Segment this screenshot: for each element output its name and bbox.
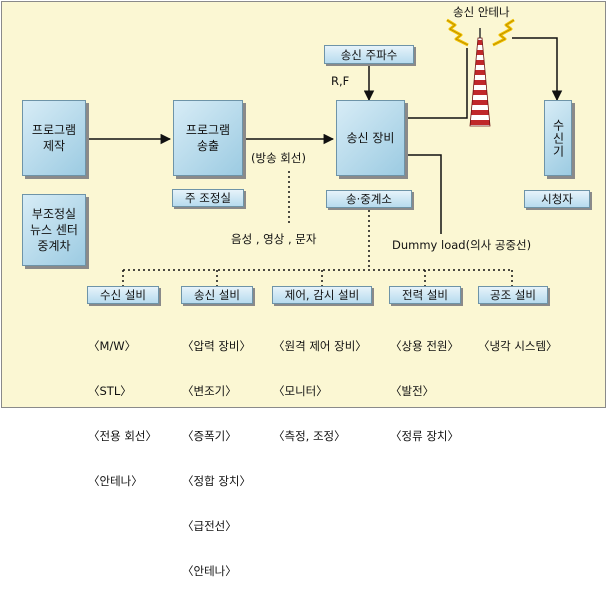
list-item: 〈안테나〉 bbox=[182, 564, 237, 578]
viewer-label: 시청자 bbox=[524, 190, 590, 208]
list-item: 〈증폭기〉 bbox=[182, 429, 237, 443]
facility-transmit-header: 송신 설비 bbox=[181, 286, 253, 304]
list-item: 〈발전〉 bbox=[390, 384, 435, 398]
antenna-title: 송신 안테나 bbox=[453, 5, 510, 19]
facility-hvac-header: 공조 설비 bbox=[478, 286, 548, 304]
list-item: 〈모니터〉 bbox=[273, 384, 328, 398]
radiation-right-icon bbox=[492, 18, 515, 47]
list-item: 〈STL〉 bbox=[88, 384, 132, 398]
receiver-box: 수신기 bbox=[544, 100, 572, 176]
arrow-antenna-to-receiver bbox=[512, 37, 563, 102]
list-item: 〈정류 장치〉 bbox=[390, 429, 459, 443]
list-item: 〈급전선〉 bbox=[182, 519, 237, 533]
antenna-tower-icon bbox=[469, 28, 491, 127]
list-item: 〈상용 전원〉 bbox=[390, 339, 459, 353]
list-item: 〈변조기〉 bbox=[182, 384, 237, 398]
rf-label: R,F bbox=[331, 74, 350, 88]
master-control-label: 주 조정실 bbox=[172, 189, 244, 207]
list-item: 〈냉각 시스템〉 bbox=[478, 339, 558, 353]
program-playout-box: 프로그램 송출 bbox=[173, 100, 243, 176]
facility-receive-list: 〈M/W〉 〈STL〉 〈전용 회선〉 〈안테나〉 bbox=[88, 309, 157, 519]
list-item: 〈압력 장비〉 bbox=[182, 339, 251, 353]
facility-control-list: 〈원격 제어 장비〉 〈모니터〉 〈측정, 조정〉 bbox=[273, 309, 367, 474]
broadcast-line-label: (방송 회선) bbox=[251, 151, 306, 165]
facility-power-list: 〈상용 전원〉 〈발전〉 〈정류 장치〉 bbox=[390, 309, 459, 474]
list-item: 〈전용 회선〉 bbox=[88, 429, 157, 443]
connector-layer bbox=[86, 18, 563, 286]
list-item: 〈안테나〉 bbox=[88, 474, 143, 488]
diagram-canvas: 프로그램 제작 프로그램 송출 송신 장비 부조정실 뉴스 센터 중계차 수신기… bbox=[1, 1, 606, 578]
signal-types-label: 음성 , 영상 , 문자 bbox=[231, 232, 317, 246]
line-transmitter-to-antenna bbox=[405, 48, 468, 119]
list-item: 〈원격 제어 장비〉 bbox=[273, 339, 367, 353]
line-transmitter-to-dummy-load bbox=[405, 154, 442, 234]
receiver-label: 수신기 bbox=[551, 118, 565, 158]
radiation-left-icon bbox=[446, 18, 469, 47]
program-production-box: 프로그램 제작 bbox=[22, 100, 86, 176]
facility-hvac-list: 〈냉각 시스템〉 bbox=[478, 309, 558, 384]
tx-frequency-label: 송신 주파수 bbox=[324, 45, 414, 64]
relay-station-label: 송·중계소 bbox=[326, 190, 412, 208]
facility-control-header: 제어, 감시 설비 bbox=[272, 286, 372, 304]
facility-receive-header: 수신 설비 bbox=[87, 286, 159, 304]
list-item: 〈측정, 조정〉 bbox=[273, 429, 346, 443]
diagram-frame bbox=[1, 1, 606, 408]
facility-power-header: 전력 설비 bbox=[389, 286, 461, 304]
transmitter-box: 송신 장비 bbox=[336, 100, 405, 176]
dummy-load-label: Dummy load(의사 공중선) bbox=[392, 238, 532, 252]
sub-master-box: 부조정실 뉴스 센터 중계차 bbox=[22, 194, 86, 266]
list-item: 〈M/W〉 bbox=[88, 339, 137, 353]
list-item: 〈정합 장치〉 bbox=[182, 474, 251, 488]
facility-transmit-list: 〈압력 장비〉 〈변조기〉 〈증폭기〉 〈정합 장치〉 〈급전선〉 〈안테나〉 bbox=[182, 309, 251, 609]
